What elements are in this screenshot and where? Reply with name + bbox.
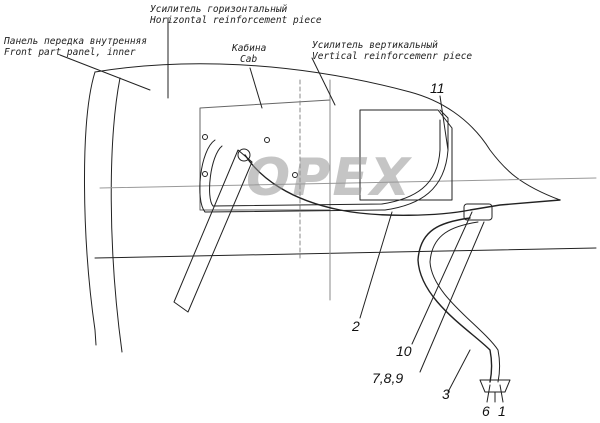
mid-line — [99, 177, 597, 189]
cab-outline — [94, 63, 561, 201]
leader-3 — [447, 349, 471, 393]
lever — [173, 149, 253, 313]
leader-panel — [59, 54, 151, 91]
leader-6 — [486, 384, 491, 403]
label-horizontal-ru: Усилитель горизонтальный — [150, 4, 288, 15]
opex-watermark: OPEX — [246, 148, 412, 208]
front-panel-edge — [110, 77, 123, 353]
label-vertical-ru: Усилитель вертикальный — [312, 40, 438, 51]
bracket-rod — [417, 217, 493, 383]
callout-7-8-9: 7,8,9 — [372, 370, 404, 386]
cab-lower-outline — [83, 71, 97, 346]
lever-pivot — [237, 148, 251, 162]
leader-cab — [249, 67, 263, 109]
cable-frame — [199, 109, 449, 213]
leader-10 — [411, 211, 473, 345]
bolt — [264, 137, 270, 143]
callout-6: 6 — [482, 403, 490, 419]
callout-3: 3 — [442, 386, 450, 402]
bracket-rod-2 — [429, 221, 500, 383]
label-cab-en: Cab — [240, 54, 258, 65]
callout-10: 10 — [396, 343, 412, 359]
leader-1 — [499, 384, 504, 403]
bolt — [202, 134, 208, 140]
leader-2 — [359, 211, 393, 319]
callout-1: 1 — [498, 403, 506, 419]
cable-frame-inner — [209, 119, 441, 207]
label-panel-ru: Панель передка внутренняя — [4, 36, 147, 47]
cable — [244, 154, 561, 216]
leader-vertical — [311, 57, 336, 106]
label-cab-ru: Кабина — [232, 43, 267, 54]
label-vertical-en: Vertical reinforcemenr piece — [312, 51, 473, 62]
callout-2: 2 — [352, 318, 360, 334]
vertical-reinforcement-box — [359, 109, 453, 201]
bottom-fitting — [479, 379, 511, 393]
label-panel-en: Front part panel, inner — [4, 47, 136, 58]
leader-789 — [419, 221, 485, 373]
floor-line — [94, 247, 597, 259]
cable-clamp — [463, 203, 493, 221]
callout-11: 11 — [430, 80, 445, 96]
label-horizontal-en: Horizontal reinforcement piece — [150, 15, 322, 26]
bolt — [202, 171, 208, 177]
leader-11 — [439, 95, 449, 151]
bolt — [292, 172, 298, 178]
